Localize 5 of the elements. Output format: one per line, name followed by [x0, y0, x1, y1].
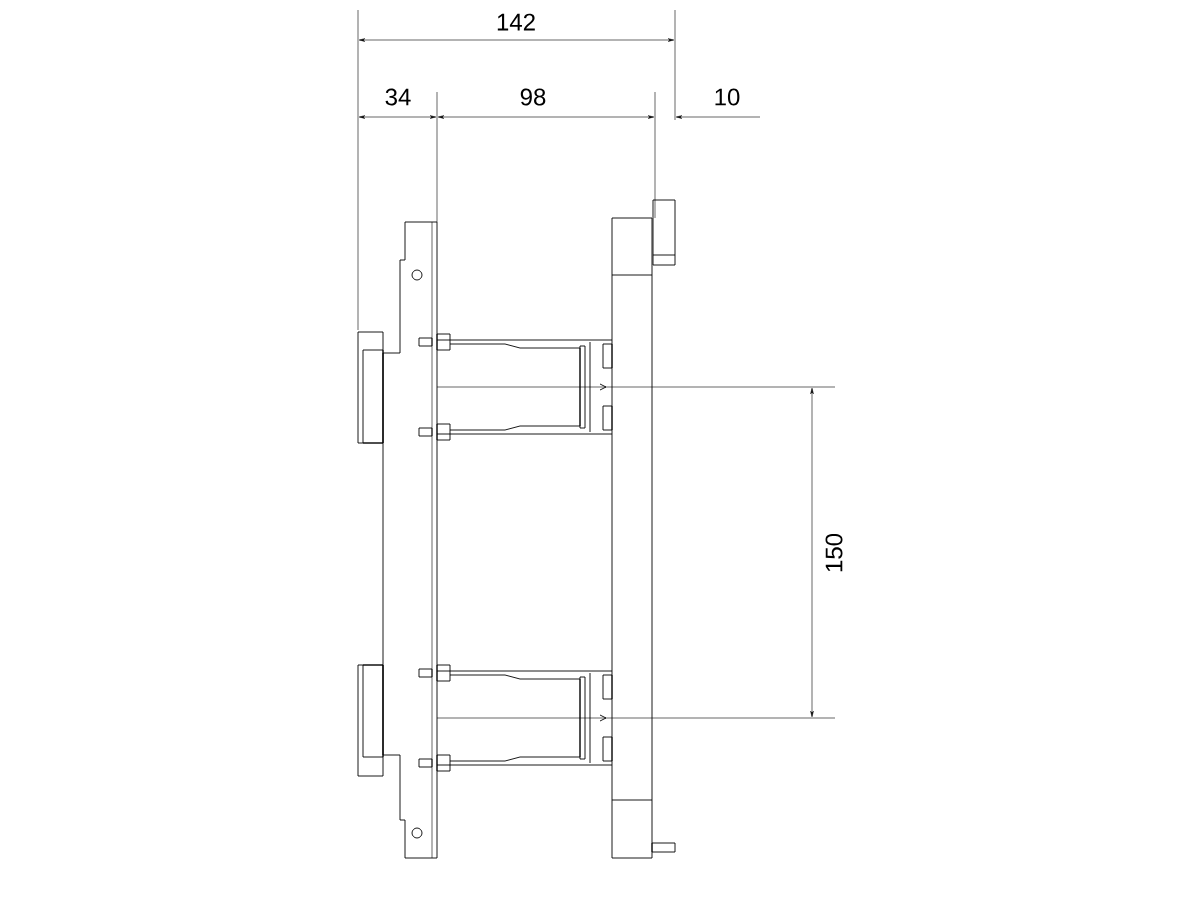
- dimension-label: 10: [715, 88, 740, 106]
- dimension-label: 34: [385, 88, 411, 106]
- dimension-label: 142: [497, 13, 535, 31]
- dimension-label: 98: [520, 88, 546, 106]
- dimension-label: 150: [825, 533, 843, 572]
